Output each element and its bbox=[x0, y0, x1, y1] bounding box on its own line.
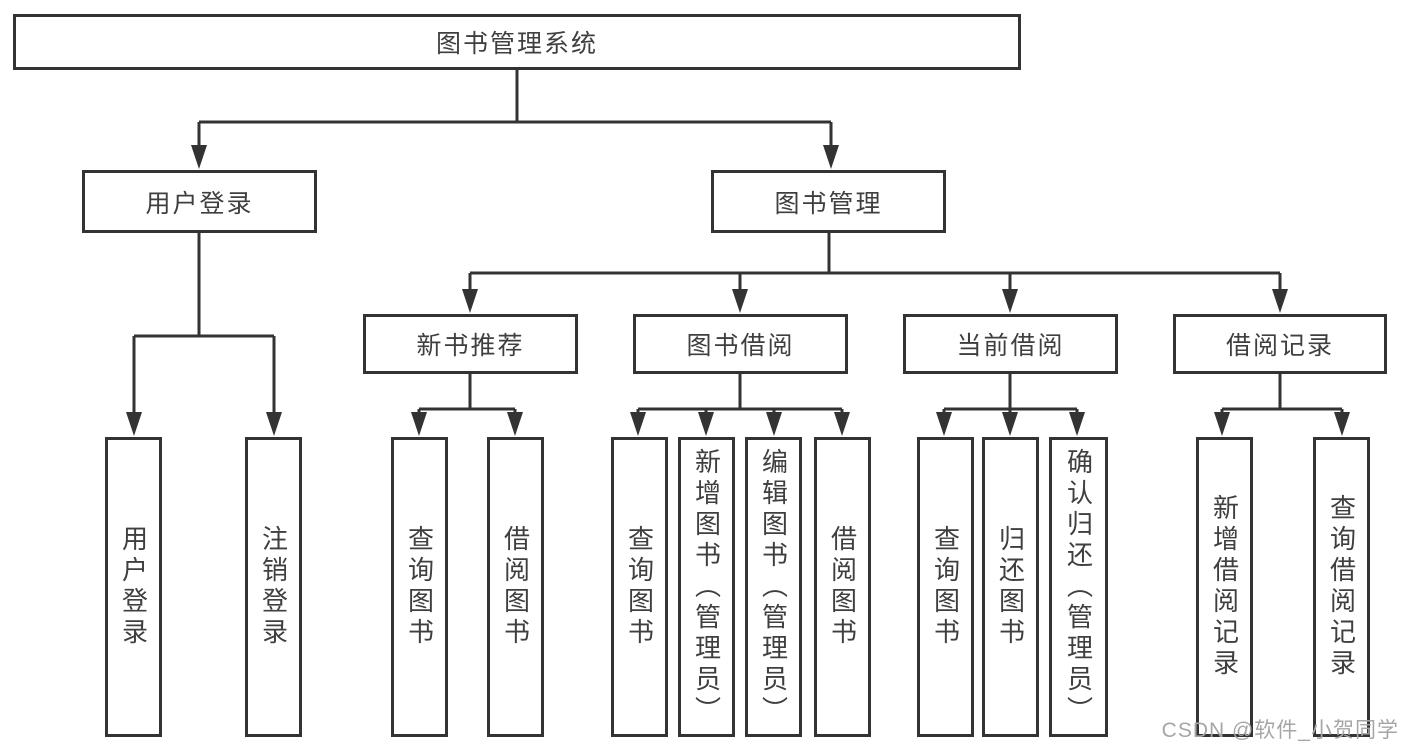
leaf-edit-book-admin: 编辑图书（管理员） bbox=[745, 437, 802, 737]
node-root-system: 图书管理系统 bbox=[13, 14, 1021, 70]
arrowhead bbox=[1069, 412, 1085, 436]
connector-records-branch bbox=[1214, 374, 1350, 436]
arrowhead bbox=[732, 289, 748, 313]
leaf-confirm-return-admin: 确认归还（管理员） bbox=[1049, 437, 1108, 737]
connector-current-borrow-branch bbox=[936, 374, 1085, 436]
arrowhead bbox=[266, 412, 282, 436]
leaf-query-books-current: 查询图书 bbox=[917, 437, 974, 737]
connector-new-rec-branch bbox=[411, 374, 523, 436]
connector-book-borrow-branch bbox=[630, 374, 850, 436]
connector-root-to-level2 bbox=[191, 69, 839, 169]
csdn-watermark: CSDN @软件_小贺同学 bbox=[1161, 719, 1399, 742]
arrowhead bbox=[1214, 412, 1230, 436]
arrowhead bbox=[630, 412, 646, 436]
leaf-add-book-admin: 新增图书（管理员） bbox=[678, 437, 735, 737]
arrowhead bbox=[766, 412, 782, 436]
leaf-add-borrow-record: 新增借阅记录 bbox=[1196, 437, 1253, 737]
node-current-borrowing: 当前借阅 bbox=[903, 314, 1118, 374]
arrowhead bbox=[507, 412, 523, 436]
arrowhead bbox=[936, 412, 952, 436]
node-book-borrowing: 图书借阅 bbox=[633, 314, 848, 374]
leaf-logout: 注销登录 bbox=[245, 437, 302, 737]
leaf-return-book: 归还图书 bbox=[982, 437, 1039, 737]
connector-book-mgmt-branch bbox=[462, 233, 1288, 313]
arrowhead bbox=[698, 412, 714, 436]
arrowhead bbox=[191, 145, 207, 169]
arrowhead bbox=[1334, 412, 1350, 436]
leaf-borrow-books-newrec: 借阅图书 bbox=[487, 437, 544, 737]
leaf-query-books-newrec: 查询图书 bbox=[391, 437, 448, 737]
arrowhead bbox=[462, 289, 478, 313]
arrowhead bbox=[126, 412, 142, 436]
leaf-user-login: 用户登录 bbox=[105, 437, 162, 737]
leaf-query-borrow-record: 查询借阅记录 bbox=[1313, 437, 1370, 737]
node-book-management: 图书管理 bbox=[711, 170, 946, 233]
arrowhead bbox=[823, 145, 839, 169]
leaf-query-books-borrowing: 查询图书 bbox=[611, 437, 668, 737]
node-user-login: 用户登录 bbox=[82, 170, 317, 233]
arrowhead bbox=[1002, 412, 1018, 436]
arrowhead bbox=[411, 412, 427, 436]
node-new-book-recommendation: 新书推荐 bbox=[363, 314, 578, 374]
node-borrowing-records: 借阅记录 bbox=[1173, 314, 1387, 374]
arrowhead bbox=[1002, 289, 1018, 313]
leaf-borrow-books-borrowing: 借阅图书 bbox=[814, 437, 871, 737]
arrowhead bbox=[1272, 289, 1288, 313]
connector-user-login-branch bbox=[126, 233, 282, 436]
arrowhead bbox=[834, 412, 850, 436]
